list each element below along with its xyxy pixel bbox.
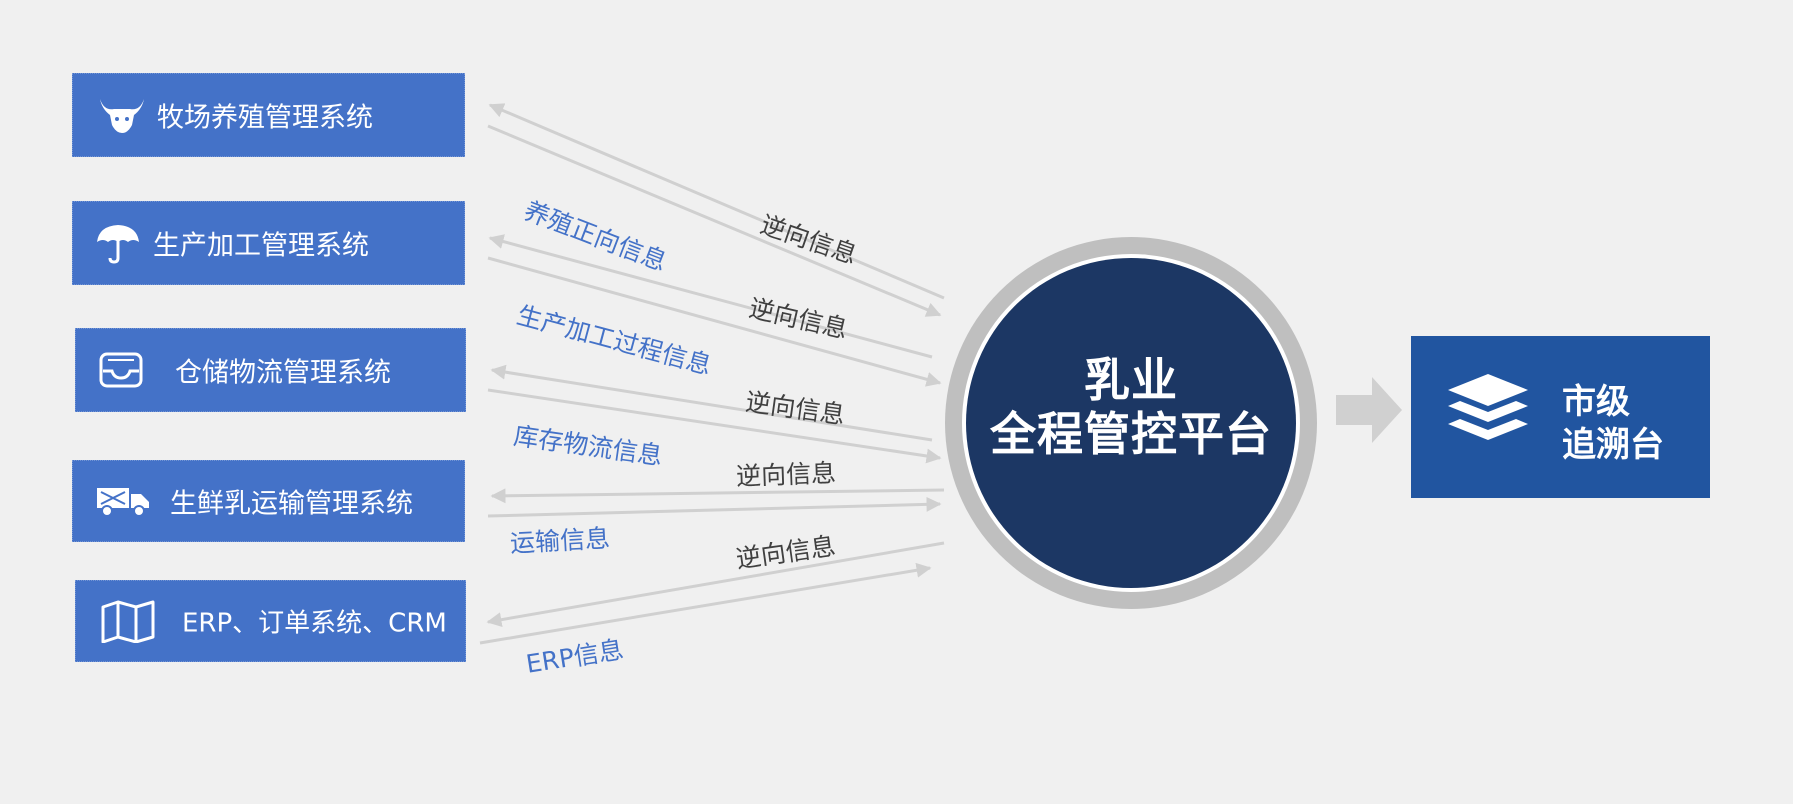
forward-arrow-3 [487, 388, 942, 464]
system-box-ranch[interactable]: 牧场养殖管理系统 [72, 73, 465, 157]
forward-arrow-4 [487, 496, 942, 518]
reverse-arrow-1 [488, 103, 945, 300]
system-box-transport[interactable]: 生鲜乳运输管理系统 [72, 460, 465, 542]
bull-head-icon [98, 95, 146, 135]
system-box-erp[interactable]: ERP、订单系统、CRM [75, 580, 466, 662]
hub-title-line2: 全程管控平台 [990, 407, 1272, 461]
umbrella-icon [95, 222, 141, 264]
system-label-erp: ERP、订单系统、CRM [182, 608, 447, 639]
system-label-transport: 生鲜乳运输管理系统 [170, 488, 413, 520]
flow-reverse-label-4: 逆向信息 [735, 458, 837, 491]
system-label-ranch: 牧场养殖管理系统 [157, 102, 373, 134]
system-box-warehouse[interactable]: 仓储物流管理系统 [75, 328, 466, 412]
hub-title-line1: 乳业 [1084, 353, 1178, 407]
layers-stack-icon [1448, 374, 1528, 440]
system-label-warehouse: 仓储物流管理系统 [175, 357, 391, 389]
reverse-arrow-4 [490, 488, 945, 504]
flow-forward-label-4: 运输信息 [509, 523, 611, 558]
forward-arrow-1 [487, 124, 942, 317]
reverse-arrow-5 [486, 541, 945, 628]
system-box-production[interactable]: 生产加工管理系统 [72, 201, 465, 285]
hub-circle[interactable] [966, 258, 1296, 588]
map-icon [100, 599, 156, 643]
truck-icon [95, 484, 151, 518]
forward-arrow-5 [479, 562, 932, 645]
reverse-arrow-2 [488, 234, 933, 359]
trace-title-line1: 市级 [1562, 382, 1630, 422]
trace-platform-box[interactable] [1411, 336, 1710, 498]
system-label-production: 生产加工管理系统 [153, 230, 369, 262]
forward-arrow-2 [487, 256, 942, 387]
trace-title-line2: 追溯台 [1562, 425, 1664, 465]
reverse-arrow-3 [490, 364, 933, 442]
arrow-right-icon [1336, 377, 1402, 443]
inbox-tray-icon [98, 351, 144, 389]
